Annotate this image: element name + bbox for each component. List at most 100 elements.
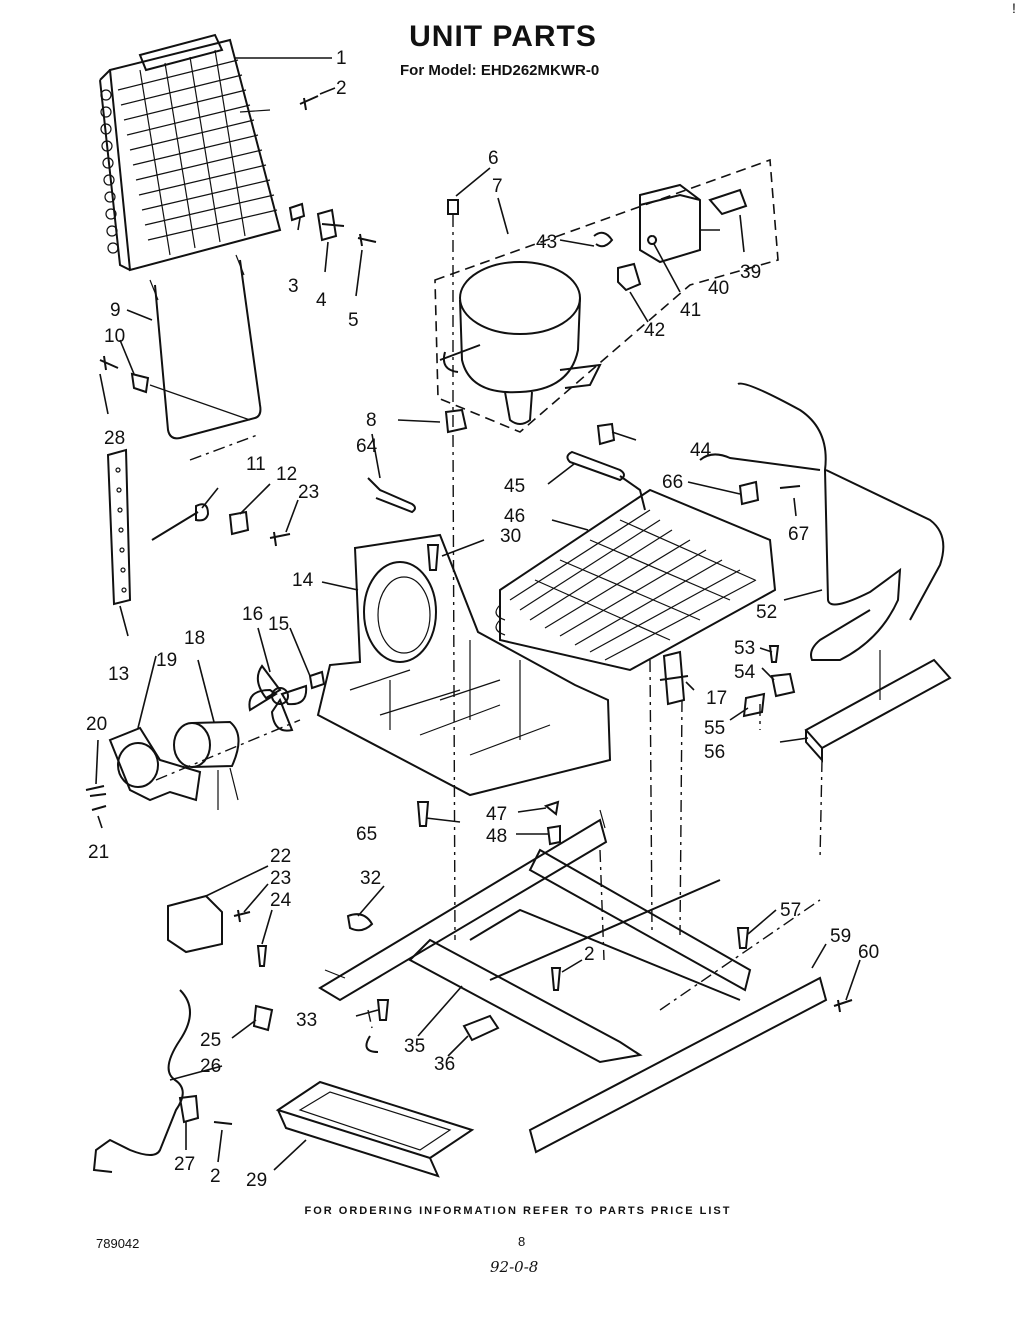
- handwritten-note: 92-0-8: [490, 1258, 539, 1276]
- tubing-52: [737, 382, 902, 661]
- document-number: 789042: [96, 1236, 140, 1251]
- callout-8: 8: [366, 410, 377, 431]
- clip-43: [593, 231, 614, 248]
- callout-43: 43: [536, 232, 557, 253]
- screw-30: [426, 544, 440, 571]
- condenser-coil: [495, 488, 777, 672]
- callout-32: 32: [360, 868, 381, 889]
- clip-17: [659, 650, 689, 706]
- callout-16: 16: [242, 604, 263, 625]
- callout-10: 10: [104, 326, 125, 347]
- callout-26: 26: [200, 1056, 221, 1077]
- connector-25: [252, 1004, 274, 1032]
- callout-20: 20: [86, 714, 107, 735]
- callout-48: 48: [486, 826, 507, 847]
- screw-21: [91, 805, 107, 811]
- callout-18: 18: [184, 628, 205, 649]
- callout-5: 5: [348, 310, 359, 331]
- valve-54: [770, 672, 796, 698]
- callout-53: 53: [734, 638, 755, 659]
- callout-7: 7: [492, 176, 503, 197]
- callout-65: 65: [356, 824, 377, 845]
- defrost-heater-wire: [154, 259, 262, 440]
- callout-14: 14: [292, 570, 314, 591]
- callout-4: 4: [316, 290, 327, 311]
- callout-59: 59: [830, 926, 851, 947]
- callout-45: 45: [504, 476, 525, 497]
- motor-bracket: [108, 726, 202, 802]
- drain-trough-56: [804, 658, 952, 763]
- callout-28: 28: [104, 428, 125, 449]
- drier-45: [566, 450, 646, 511]
- insulation-strip-13: [106, 448, 132, 606]
- evaporator-coil: [99, 33, 282, 272]
- cap-55: [742, 692, 766, 718]
- model-subtitle: For Model: EHD262MKWR-0: [400, 62, 600, 79]
- clip-27: [178, 1094, 200, 1124]
- screw-23b: [233, 909, 251, 923]
- fan-motor: [173, 720, 240, 810]
- callout-15: 15: [268, 614, 289, 635]
- thermostat-11: [151, 503, 210, 541]
- callout-2-cord: 2: [210, 1166, 221, 1187]
- screw-24: [256, 945, 268, 967]
- screw-28: [99, 355, 119, 371]
- callout-60: 60: [858, 942, 879, 963]
- callout-11: 11: [246, 454, 266, 475]
- page-number: 8: [518, 1234, 526, 1249]
- screw-60: [833, 999, 853, 1013]
- callout-2-base: 2: [584, 944, 595, 965]
- clip-36: [462, 1014, 500, 1042]
- base-rail-59: [528, 976, 828, 1154]
- screw-33: [365, 999, 390, 1053]
- callout-56: 56: [704, 742, 725, 763]
- screw-23: [269, 531, 291, 547]
- callout-19: 19: [156, 650, 177, 671]
- callout-12: 12: [276, 464, 297, 485]
- overload-40: [639, 183, 701, 264]
- screw-6: [447, 199, 459, 215]
- screw-2c: [213, 1121, 233, 1125]
- screw-53: [768, 645, 780, 663]
- callout-29: 29: [246, 1170, 267, 1191]
- clip-48: [546, 824, 561, 846]
- screw-icon: [299, 95, 319, 111]
- clip-47: [543, 800, 560, 816]
- compressor-group-box: [434, 158, 779, 433]
- callout-47: 47: [486, 804, 507, 825]
- clip-42: [617, 262, 642, 292]
- callout-55: 55: [704, 718, 725, 739]
- leader-lines: [95, 57, 861, 1171]
- ordering-note: FOR ORDERING INFORMATION REFER TO PARTS …: [304, 1205, 732, 1217]
- callout-64: 64: [356, 436, 378, 457]
- callout-39: 39: [740, 262, 761, 283]
- callout-25: 25: [200, 1030, 221, 1051]
- power-cord: [92, 989, 191, 1173]
- callout-41: 41: [680, 300, 701, 321]
- callout-66: 66: [662, 472, 683, 493]
- callout-44: 44: [690, 440, 712, 461]
- callout-52: 52: [756, 602, 777, 623]
- callout-3: 3: [288, 276, 299, 297]
- clip-15: [308, 670, 326, 690]
- clip-12: [228, 510, 250, 536]
- clip-64: [367, 477, 416, 514]
- callout-54: 54: [734, 662, 756, 683]
- callout-2: 2: [336, 78, 347, 99]
- screw-5: [357, 233, 377, 247]
- screw-2b: [550, 967, 562, 991]
- callout-30: 30: [500, 526, 521, 547]
- callout-36: 36: [434, 1054, 455, 1075]
- fan-bracket: [316, 533, 612, 797]
- callout-33: 33: [296, 1010, 317, 1031]
- clip-66: [738, 480, 760, 506]
- callout-23: 23: [270, 868, 291, 889]
- grommet-41: [647, 235, 658, 245]
- callout-42: 42: [644, 320, 665, 341]
- screw-67: [779, 485, 801, 489]
- screw-20: [85, 785, 107, 797]
- clip-10: [130, 372, 150, 394]
- fan-blade: [248, 664, 308, 732]
- callout-35: 35: [404, 1036, 425, 1057]
- callout-21: 21: [88, 842, 109, 863]
